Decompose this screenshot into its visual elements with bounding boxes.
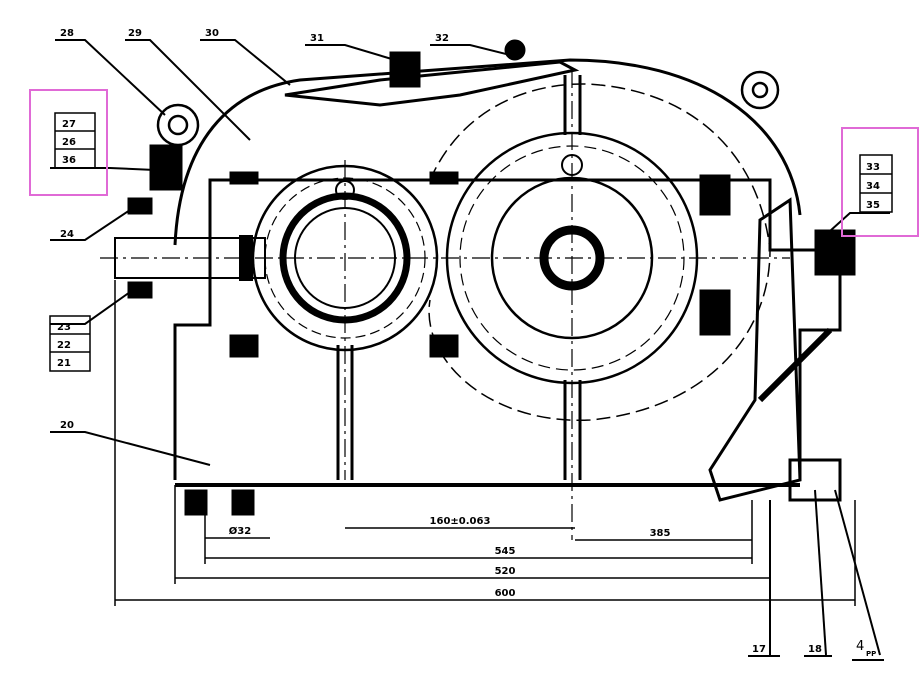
bolt-lc — [149, 144, 183, 191]
foot-bolt-b — [231, 489, 255, 516]
gauge-body — [708, 197, 802, 502]
callout-35: 35 — [866, 200, 880, 211]
base-outline — [173, 178, 842, 480]
callout-30: 30 — [205, 28, 219, 39]
bolt-bm — [429, 334, 459, 358]
box-left-stack — [54, 112, 96, 169]
callout-29: 29 — [128, 28, 142, 39]
callout-32: 32 — [435, 33, 449, 44]
callout-boxes — [49, 112, 893, 372]
inspection-cover — [284, 60, 580, 107]
callout-26: 26 — [62, 137, 76, 148]
callout-21: 21 — [57, 358, 71, 369]
leader-4 — [834, 489, 881, 656]
support-ribs — [336, 75, 582, 480]
foot-bolt-a — [184, 489, 208, 516]
bolt-r1 — [699, 174, 731, 216]
lifting-eyes — [156, 70, 780, 147]
callout-31: 31 — [310, 33, 324, 44]
dimension-text: Ø32 160±0.063 385 545 520 600 — [229, 516, 671, 599]
callout-24: 24 — [60, 229, 74, 240]
dim-d3: 385 — [650, 528, 671, 539]
left-lifting-eye — [156, 103, 200, 147]
callout-17: 17 — [752, 644, 766, 655]
callout-20: 20 — [60, 420, 74, 431]
dim-d2: 160±0.063 — [430, 516, 491, 527]
callout-23: 23 — [57, 322, 71, 333]
leader-31 — [305, 44, 396, 61]
leader-right-box — [819, 212, 890, 241]
callout-22: 22 — [57, 340, 71, 351]
bolts — [127, 39, 856, 516]
callout-underlines — [50, 431, 884, 661]
box-left-low — [49, 315, 91, 372]
input-shaft — [100, 235, 790, 281]
callout-18: 18 — [808, 644, 822, 655]
leader-28 — [55, 39, 166, 116]
callout-33: 33 — [866, 162, 880, 173]
highlight-boxes — [29, 89, 919, 237]
highlight-right — [841, 127, 919, 237]
dim-d5: 520 — [495, 566, 516, 577]
cover-plate — [284, 60, 580, 107]
bolt-left-b — [127, 281, 153, 299]
bolt-tm — [429, 171, 459, 185]
left-lifting-eye-inner — [167, 114, 189, 136]
callout-4: 4 — [856, 639, 864, 654]
bolt-r2 — [699, 289, 731, 336]
callout-4-suffix: PP — [866, 650, 876, 658]
leader-32 — [430, 44, 511, 56]
highlight-left — [29, 89, 108, 196]
pinion-gear — [251, 160, 439, 480]
box-right-stack — [859, 154, 893, 213]
dim-d6: 600 — [495, 588, 516, 599]
wheel-top-hole — [561, 154, 583, 176]
gauge-stick — [757, 327, 833, 403]
leader-29 — [125, 39, 251, 141]
leader-20 — [50, 431, 211, 466]
wheel-gear — [445, 70, 699, 540]
right-lifting-eye — [740, 70, 780, 110]
dim-d1: Ø32 — [229, 525, 251, 537]
top-bolt-a — [389, 51, 421, 88]
callout-36: 36 — [62, 155, 76, 166]
bolt-bl — [229, 334, 259, 358]
callout-28: 28 — [60, 28, 74, 39]
cover-dashed-arc — [428, 83, 771, 421]
callout-34: 34 — [866, 181, 880, 192]
callout-labels: 28 29 30 31 32 27 26 36 24 23 22 21 20 3… — [57, 28, 880, 658]
dim-d4: 545 — [495, 546, 516, 557]
bolt-left-a — [127, 197, 153, 215]
shaft-end-cap — [239, 235, 253, 281]
top-bolt-b — [504, 39, 526, 61]
right-lifting-eye-inner — [751, 81, 769, 99]
leader-18 — [814, 489, 827, 656]
bolt-tl — [229, 171, 259, 185]
dimension-lines — [114, 280, 856, 606]
callout-27: 27 — [62, 119, 76, 130]
leader-30 — [200, 39, 291, 86]
pinion-top-hole — [335, 180, 355, 200]
cover-arc — [173, 58, 802, 246]
leader-23 — [50, 291, 131, 325]
leader-24 — [50, 209, 131, 241]
